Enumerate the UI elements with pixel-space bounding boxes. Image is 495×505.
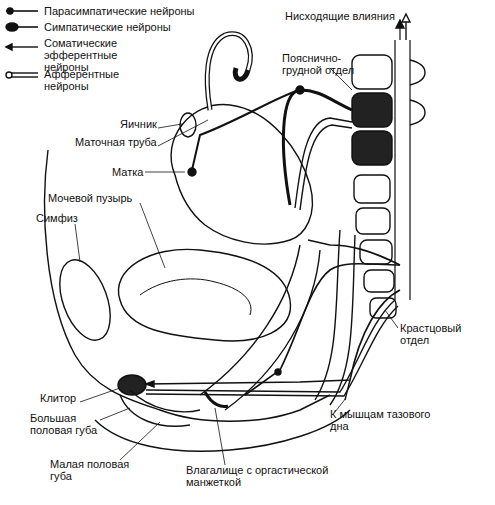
part-label: К мышцам тазового дна (330, 408, 440, 432)
bladder (118, 249, 290, 341)
part-label: Влагалище с оргастической манжеткой (186, 464, 386, 488)
leader-line (75, 68, 398, 465)
parasympathetic-nerve (245, 264, 400, 395)
legend-text: Парасимпатические нейроны (44, 5, 244, 17)
spine (352, 14, 425, 318)
somatic-nerve (146, 290, 400, 384)
part-label: Малая половая губа (50, 458, 130, 482)
labia (120, 390, 200, 426)
symphysis (50, 253, 120, 347)
perineum (95, 410, 350, 451)
rectum (315, 230, 355, 405)
part-label: Яичник (120, 118, 180, 130)
legend-text: Афферентные нейроны (44, 68, 124, 92)
part-label: Крастцовый отдел (400, 322, 480, 346)
part-label: Мочевой пузырь (48, 192, 148, 204)
part-label: Нисходящие влияния (285, 10, 405, 22)
legend-text: Соматические эфферентные нейроны (44, 37, 144, 73)
uterus (171, 105, 312, 244)
fallopian-tube (207, 34, 250, 110)
legend-sample (6, 8, 38, 78)
part-label: Маточная труба (75, 136, 165, 148)
afferent-nerve (295, 118, 352, 208)
part-label: Симфиз (36, 212, 96, 224)
part-label: Клитор (40, 392, 100, 404)
legend-text: Симпатические нейроны (44, 21, 244, 33)
sympathetic-nerve (283, 90, 352, 205)
part-label: Матка (112, 166, 162, 178)
part-label: Пояснично-грудной отдел (282, 52, 360, 76)
part-label: Большая половая губа (30, 412, 120, 436)
